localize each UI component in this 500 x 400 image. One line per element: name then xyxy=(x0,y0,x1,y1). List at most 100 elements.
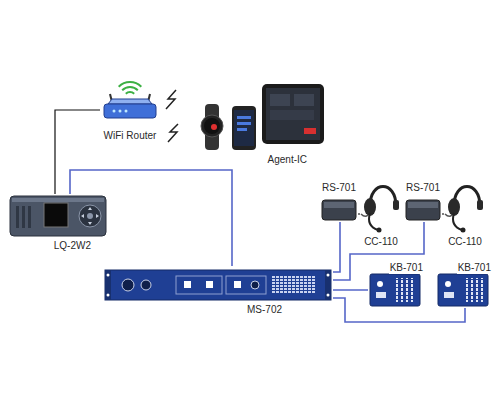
rs-701-beltpack xyxy=(322,200,356,220)
kb-701-keypanel xyxy=(396,278,416,302)
cc-110-headset xyxy=(377,228,382,233)
ms-702-device xyxy=(184,281,191,288)
ms-702-device xyxy=(107,274,110,277)
wifi-router-icon xyxy=(108,99,152,104)
ms-702-device xyxy=(325,270,331,300)
device-label: KB-701 xyxy=(457,262,492,274)
cable-connector xyxy=(70,170,232,266)
device-node: CC-110 xyxy=(444,176,486,248)
wireless-symbol xyxy=(166,90,178,142)
device-node: RS-701 xyxy=(404,182,442,222)
cc-110-headset xyxy=(369,213,378,230)
cable-connector xyxy=(333,298,465,322)
lq-2w2-device xyxy=(22,206,25,228)
lq-2w2-device xyxy=(10,196,106,236)
ms-702-device xyxy=(327,294,330,297)
kb-701-keypanel xyxy=(444,292,454,298)
ms-702-device xyxy=(327,274,330,277)
phone-icon xyxy=(234,110,254,146)
kb-701-keypanel xyxy=(376,292,386,298)
lq-2w2-device xyxy=(44,203,68,227)
ms-702-device xyxy=(105,270,331,300)
device-label: Agent-IC xyxy=(267,154,308,166)
tablet-icon xyxy=(262,84,324,144)
lq-2w2-device xyxy=(79,205,101,227)
ms-702-device xyxy=(105,270,331,300)
device-label: CC-110 xyxy=(363,236,399,248)
wifi-router-icon xyxy=(125,110,128,113)
watch-icon xyxy=(204,118,220,134)
cable-connector xyxy=(358,213,360,215)
rs-701-beltpack xyxy=(324,202,354,208)
cc-110-headset xyxy=(453,213,462,230)
cc-110-headset xyxy=(477,200,483,210)
ms-702-device xyxy=(226,276,266,294)
wifi-router-icon xyxy=(104,104,156,118)
rs-701-beltpack xyxy=(408,202,438,208)
phone-icon xyxy=(232,106,256,150)
cc-110-headset xyxy=(461,228,466,233)
cable-connector xyxy=(55,110,100,194)
kb-701-keypanel xyxy=(445,281,451,287)
kb-701-keypanel xyxy=(464,278,484,302)
device-node: WiFi Router xyxy=(100,84,160,142)
device-label: MS-702 xyxy=(246,304,283,316)
cc-110-headset xyxy=(445,214,452,216)
tablet-icon xyxy=(270,110,314,120)
device-label: RS-701 xyxy=(405,182,441,194)
device-node: MS-702 xyxy=(103,266,333,316)
device-label: RS-701 xyxy=(321,182,357,194)
tablet-icon xyxy=(270,94,290,106)
ms-702-device xyxy=(107,294,110,297)
tablet-icon xyxy=(262,84,324,144)
device-node: Agent-IC xyxy=(196,80,326,166)
cc-110-headset xyxy=(393,200,399,210)
phone-icon xyxy=(237,116,251,119)
wifi-router-icon xyxy=(122,87,138,90)
rs-701-beltpack xyxy=(322,200,440,220)
device-label: WiFi Router xyxy=(103,130,158,142)
phone-icon xyxy=(232,106,256,150)
kb-701-keypanel xyxy=(377,281,383,287)
lq-2w2-device xyxy=(12,198,104,202)
device-label: KB-701 xyxy=(389,262,424,274)
tablet-icon xyxy=(304,128,316,134)
phone-icon xyxy=(237,128,247,131)
cable-connector xyxy=(333,222,340,272)
ms-702-device xyxy=(105,270,111,300)
kb-701-keypanel xyxy=(438,274,488,306)
kb-701-keypanel xyxy=(370,274,420,306)
device-label: LQ-2W2 xyxy=(53,240,92,252)
cable-connector xyxy=(333,222,424,280)
ms-702-device xyxy=(206,281,213,288)
lq-2w2-device xyxy=(81,207,99,225)
wifi-router-icon xyxy=(119,82,142,87)
device-node: RS-701 xyxy=(320,182,358,222)
rs-701-beltpack xyxy=(406,200,440,220)
device-label: CC-110 xyxy=(447,236,483,248)
lq-2w2-device xyxy=(87,213,93,219)
wireless-symbol xyxy=(166,90,176,109)
cable-connector xyxy=(442,213,444,215)
wireless-symbol xyxy=(168,124,178,142)
ms-702-device xyxy=(122,279,134,291)
ms-702-device xyxy=(234,281,241,288)
tablet-icon xyxy=(266,88,320,140)
watch-icon xyxy=(201,104,223,150)
cable-connector xyxy=(333,289,368,291)
lq-2w2-device xyxy=(10,196,106,236)
kb-701-keypanel xyxy=(370,274,488,306)
cc-110-headset xyxy=(361,214,368,216)
device-node: CC-110 xyxy=(360,176,402,248)
wifi-router-icon xyxy=(126,92,134,94)
wifi-router-icon xyxy=(113,110,116,113)
device-node: LQ-2W2 xyxy=(8,194,108,252)
ms-702-device xyxy=(272,276,316,294)
tablet-icon xyxy=(294,94,314,106)
wifi-router-icon xyxy=(119,110,122,113)
watch-icon xyxy=(201,115,223,137)
ms-702-device xyxy=(141,280,151,290)
watch-icon xyxy=(205,104,219,150)
